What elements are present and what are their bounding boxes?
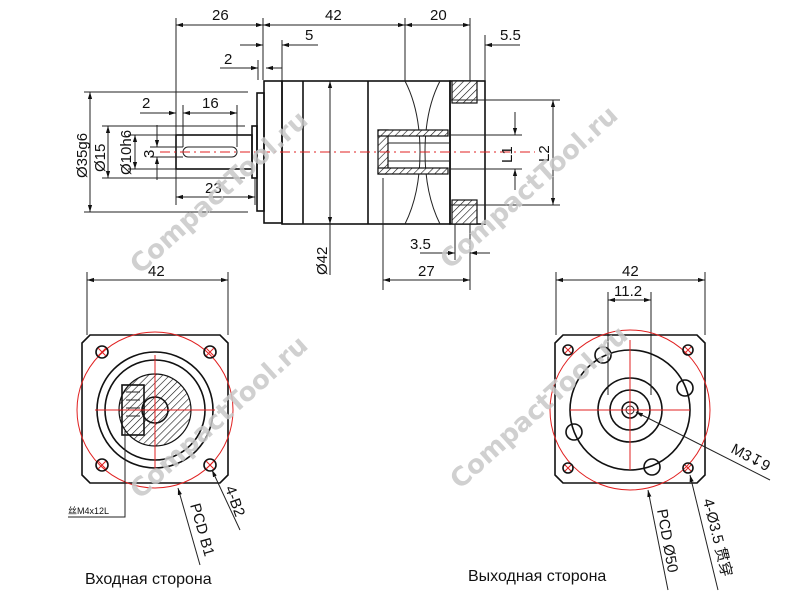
dim-20: 20 bbox=[430, 7, 447, 24]
dim-L2: L2 bbox=[536, 145, 553, 162]
dim-5-5: 5.5 bbox=[500, 27, 521, 44]
dim-26: 26 bbox=[212, 7, 229, 24]
hole-note-4-b2: 4-B2 bbox=[221, 484, 248, 520]
dim-16: 16 bbox=[202, 95, 219, 112]
dim-3-5: 3.5 bbox=[410, 236, 431, 253]
dim-11-2: 11.2 bbox=[614, 283, 642, 300]
dim-23: 23 bbox=[205, 180, 222, 197]
output-pcd-circle bbox=[549, 329, 711, 491]
screw-note: 丝M4x12L bbox=[68, 505, 109, 516]
pcd-d50-label: PCD Ø50 bbox=[653, 508, 681, 574]
dim-5: 5 bbox=[305, 27, 313, 44]
input-width-dim: 42 bbox=[148, 263, 165, 280]
input-pcd-circle bbox=[76, 331, 234, 489]
dim-2-key: 2 bbox=[142, 95, 150, 112]
cap-screws bbox=[565, 346, 694, 476]
output-width-dim: 42 bbox=[622, 263, 639, 280]
dim-d10h6: Ø10h6 bbox=[118, 130, 135, 175]
output-side-caption: Выходная сторона bbox=[468, 568, 606, 585]
dim-d35g6: Ø35g6 bbox=[74, 133, 91, 178]
watermark: CompactTool.ru bbox=[445, 320, 635, 495]
dim-L1: L1 bbox=[499, 146, 516, 163]
dim-3: 3 bbox=[141, 150, 158, 158]
dim-d42: Ø42 bbox=[314, 247, 331, 275]
watermark: CompactTool.ru bbox=[435, 100, 625, 275]
watermark: CompactTool.ru bbox=[125, 105, 315, 280]
side-view: 26 42 20 5.5 5 2 2 16 23 Ø35g6 Ø15 Ø10h6… bbox=[74, 7, 560, 290]
dim-2-top: 2 bbox=[224, 51, 232, 68]
dim-27: 27 bbox=[418, 263, 435, 280]
input-side-caption: Входная сторона bbox=[85, 571, 212, 588]
dim-d15: Ø15 bbox=[92, 144, 109, 172]
hole-note-4-d3-5: 4-Ø3.5 贯穿 bbox=[699, 497, 735, 579]
mount-holes bbox=[95, 345, 217, 472]
mount-holes bbox=[562, 344, 694, 474]
pcd-b1-label: PCD B1 bbox=[186, 501, 217, 558]
dim-42-length: 42 bbox=[325, 7, 342, 24]
